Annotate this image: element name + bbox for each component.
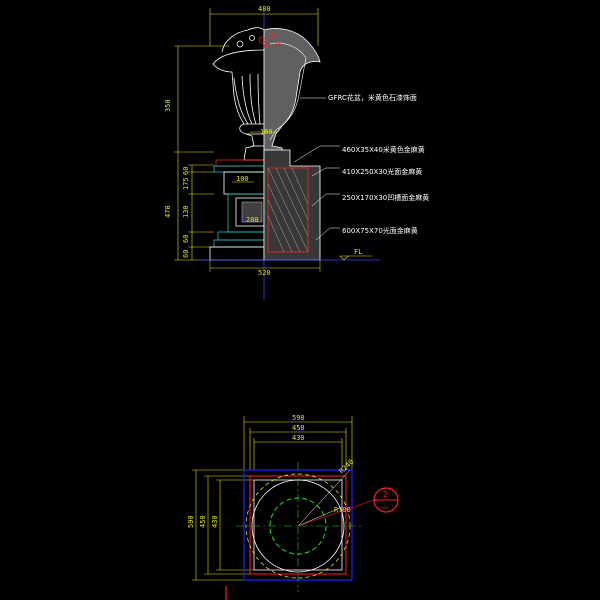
- dim-height-upper: 350: [164, 99, 172, 112]
- dim-neck-label: 160: [260, 128, 273, 136]
- dim-panel-label: 200: [246, 216, 259, 224]
- dim-left-2: 130: [182, 205, 190, 218]
- dim-left-heights: 350 470 175 130 60 60 60: [164, 45, 230, 261]
- dim-left-1: 175: [182, 177, 190, 190]
- flower-red-4: [275, 41, 281, 47]
- ground-line: 520 FL: [198, 248, 380, 277]
- plan-dims-top: [243, 416, 353, 470]
- plan-width-outer: 590: [292, 414, 305, 422]
- section-marker-top: 2: [383, 490, 388, 499]
- flower-red-2: [269, 33, 275, 39]
- dim-height-lower: 470: [164, 205, 172, 218]
- callout-2: 410X250X30光面金麻黄: [342, 167, 422, 176]
- flower-red-1: [258, 36, 266, 44]
- dim-left-0: 60: [182, 167, 190, 175]
- plan-dims-left: [192, 469, 254, 581]
- dim-ledge-label: 100: [236, 175, 249, 183]
- section-marker-bottom: —: [381, 503, 389, 512]
- pedestal-right-section: [263, 149, 321, 261]
- plan-width-inner: 430: [292, 434, 305, 442]
- dim-base-width: 520: [258, 269, 271, 277]
- plan-radius-label: R240: [338, 458, 356, 476]
- plan-view: 590 450 430 590 450 430: [187, 414, 399, 600]
- plan-height-outer: 590: [187, 515, 195, 528]
- elevation-view: 480 350 470 175 130 60 60 60: [164, 5, 429, 300]
- section-leader: [297, 499, 375, 527]
- callout-0: GFRC花盆，米黄色石漆饰面: [328, 93, 417, 102]
- radius-leader: [297, 469, 351, 527]
- urn-left-half: [212, 27, 265, 161]
- dim-neck: 160 100: [232, 128, 278, 183]
- dim-top-width: 480: [209, 5, 319, 46]
- plan-height-mid: 450: [199, 515, 207, 528]
- dim-left-4: 60: [182, 250, 190, 258]
- callout-1: 460X35X40米黄色金麻黄: [342, 145, 425, 154]
- plan-height-inner: 430: [211, 515, 219, 528]
- plan-square-inner: [253, 479, 343, 571]
- callout-3: 250X170X30凹槽面金麻黄: [342, 193, 429, 202]
- radius-leader-2: [297, 507, 341, 527]
- plan-radius-label-2: R100: [334, 506, 351, 514]
- dim-left-3: 60: [182, 235, 190, 243]
- flower-red-3: [263, 43, 269, 49]
- plan-width-mid: 450: [292, 424, 305, 432]
- urn-right-section: [258, 28, 321, 161]
- ground-mark: FL: [354, 248, 362, 256]
- dim-top-width-label: 480: [258, 5, 271, 13]
- callouts: GFRC花盆，米黄色石漆饰面 460X35X40米黄色金麻黄 410X250X3…: [293, 93, 429, 241]
- callout-4: 600X75X70光面金麻黄: [342, 226, 418, 235]
